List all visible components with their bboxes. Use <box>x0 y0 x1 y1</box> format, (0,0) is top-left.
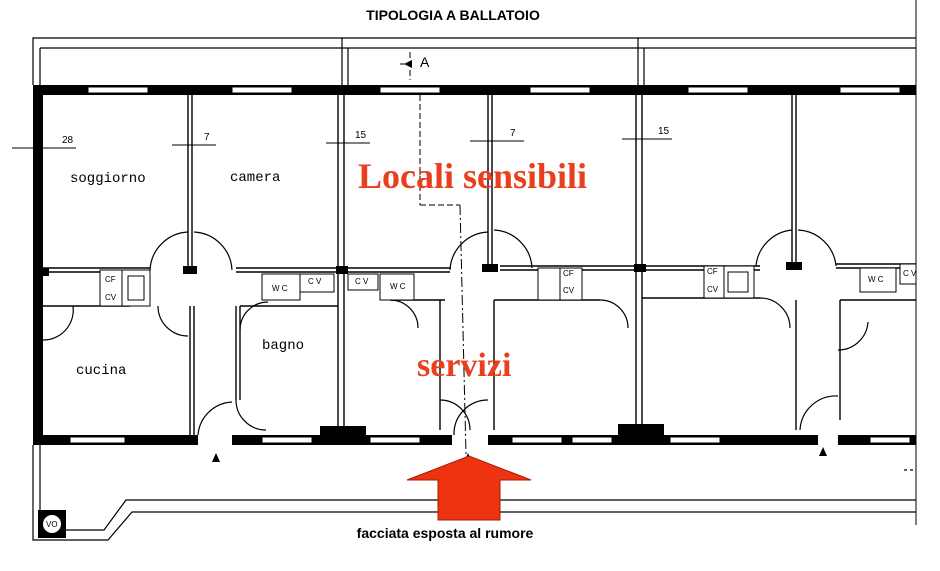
room-soggiorno: soggiorno <box>70 171 146 187</box>
svg-text:CV: CV <box>707 285 719 294</box>
svg-text:15: 15 <box>355 130 367 141</box>
section-marker: A <box>420 54 430 70</box>
svg-text:C V: C V <box>308 277 322 286</box>
top-wall <box>33 85 916 95</box>
svg-text:C V: C V <box>903 269 917 278</box>
svg-text:C V: C V <box>355 277 369 286</box>
svg-text:W C: W C <box>390 282 406 291</box>
svg-text:W C: W C <box>868 275 884 284</box>
svg-text:CV: CV <box>563 286 575 295</box>
svg-text:15: 15 <box>658 126 670 137</box>
label-servizi: servizi <box>417 347 511 384</box>
caption: facciata esposta al rumore <box>357 525 534 541</box>
partitions <box>43 95 916 435</box>
fixture-labels: CF CV W C C V C V W C CF CV CF CV W C C … <box>105 267 917 302</box>
svg-text:7: 7 <box>510 128 516 139</box>
vo-symbol: VO <box>38 510 66 538</box>
outer-corridor <box>32 37 916 85</box>
label-locali-sensibili: Locali sensibili <box>358 156 587 196</box>
room-camera: camera <box>230 170 280 186</box>
entrance-markers <box>212 447 827 462</box>
svg-text:28: 28 <box>62 135 74 146</box>
svg-text:CV: CV <box>105 293 117 302</box>
door-swings <box>42 229 869 436</box>
bottom-wall <box>33 424 916 445</box>
balcony <box>32 445 916 541</box>
room-cucina: cucina <box>76 363 126 379</box>
room-bagno: bagno <box>262 338 304 354</box>
svg-text:W C: W C <box>272 284 288 293</box>
left-wall <box>33 85 43 445</box>
fixtures <box>99 263 917 307</box>
dimension-markers <box>12 138 672 149</box>
noise-arrow <box>406 455 532 521</box>
svg-text:VO: VO <box>46 520 58 529</box>
plan-title: TIPOLOGIA A BALLATOIO <box>366 7 540 23</box>
top-windows <box>87 86 901 94</box>
section-line <box>400 52 467 456</box>
bottom-windows <box>69 436 911 444</box>
svg-text:7: 7 <box>204 132 210 143</box>
section-arrow <box>404 60 412 68</box>
wall-stubs <box>43 262 802 276</box>
svg-text:CF: CF <box>563 269 574 278</box>
svg-text:CF: CF <box>707 267 718 276</box>
dimension-labels: 28 7 15 7 15 <box>62 126 670 146</box>
svg-text:CF: CF <box>105 275 116 284</box>
